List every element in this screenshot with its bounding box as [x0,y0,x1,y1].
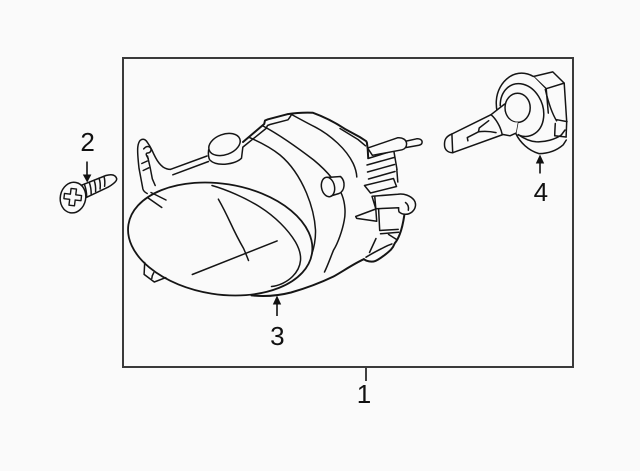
svg-text:3: 3 [270,321,284,351]
svg-text:2: 2 [80,127,94,157]
svg-text:1: 1 [357,379,371,409]
svg-text:4: 4 [534,177,548,207]
